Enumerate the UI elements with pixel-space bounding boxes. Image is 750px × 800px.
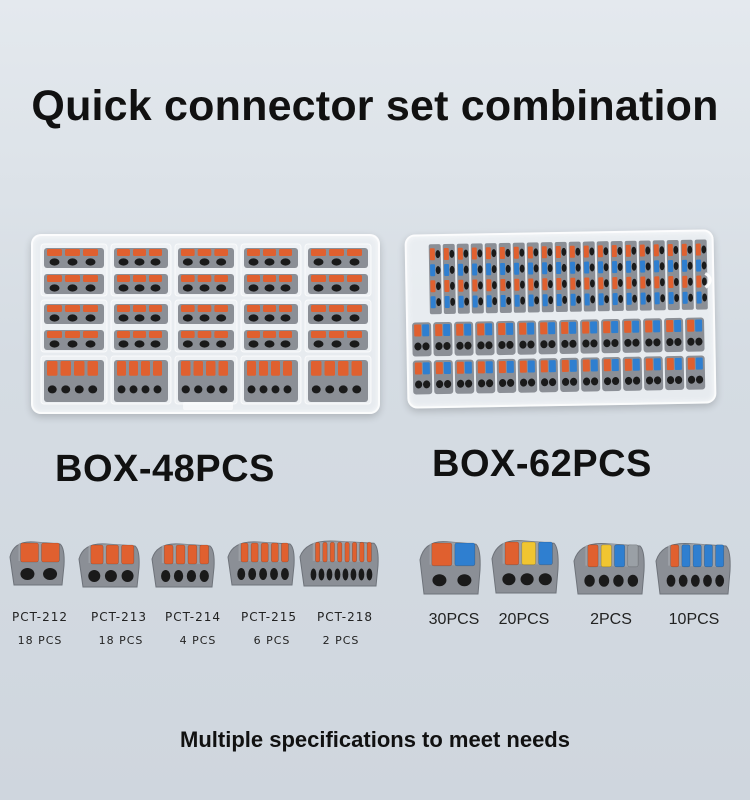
- item-count-pct-218: 2 PCS: [322, 634, 360, 647]
- pct-215-connector-image: [226, 538, 296, 593]
- box-62-count-3-wire: 20PCS: [498, 611, 550, 628]
- pct-218-connector-image: [298, 537, 380, 594]
- item-model-pct-214: PCT-214: [164, 610, 222, 624]
- item-model-pct-218: PCT-218: [316, 610, 374, 624]
- item-model-pct-213: PCT-213: [90, 610, 148, 624]
- box-48-label: BOX-48PCS: [55, 448, 275, 490]
- box-62-count-5-wire: 10PCS: [668, 611, 720, 628]
- five-wire-connector-image: [654, 539, 732, 602]
- three-wire-connector-image: [490, 536, 560, 601]
- item-model-pct-212: PCT-212: [11, 610, 69, 624]
- box-62-label: BOX-62PCS: [432, 443, 652, 485]
- item-count-pct-214: 4 PCS: [179, 634, 217, 647]
- item-count-pct-213: 18 PCS: [98, 634, 144, 647]
- box-62-count-2-wire: 30PCS: [428, 611, 480, 628]
- four-wire-connector-image: [572, 539, 646, 602]
- item-count-pct-215: 6 PCS: [253, 634, 291, 647]
- box-62-count-4-wire: 2PCS: [590, 611, 632, 628]
- two-wire-connector-image: [418, 537, 482, 602]
- tagline: Multiple specifications to meet needs: [180, 727, 570, 752]
- box-48-product-image: [31, 234, 380, 414]
- item-model-pct-215: PCT-215: [240, 610, 298, 624]
- pct-214-connector-image: [150, 540, 216, 595]
- page-title: Quick connector set combination: [31, 82, 719, 130]
- pct-213-connector-image: [77, 540, 141, 595]
- box-62-product-image: [404, 229, 717, 409]
- item-count-pct-212: 18 PCS: [17, 634, 63, 647]
- pct-212-connector-image: [8, 538, 66, 593]
